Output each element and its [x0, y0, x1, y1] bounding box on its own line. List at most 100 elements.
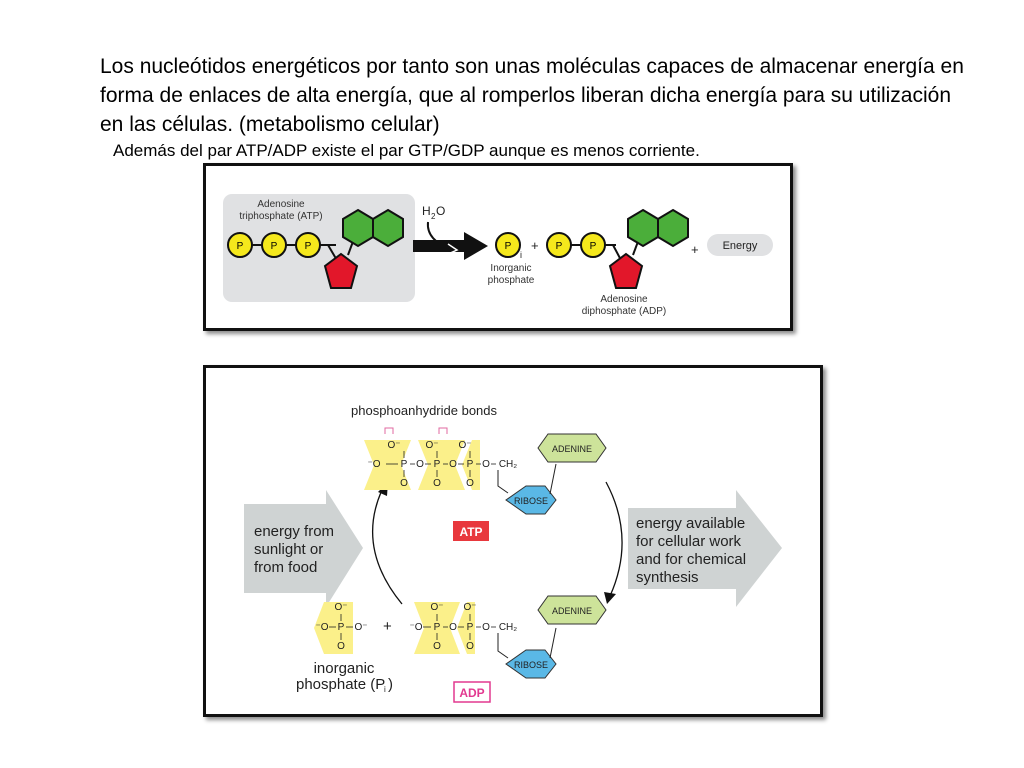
pi-label-sub: i — [384, 685, 386, 694]
bonds-label: phosphoanhydride bonds — [351, 403, 498, 418]
adp-phosphate-1 — [546, 232, 572, 258]
adp-glow-2 — [457, 602, 475, 654]
atp-adenine-label: ADENINE — [552, 444, 592, 454]
synthesis-arc — [372, 489, 403, 605]
adp-badge — [453, 681, 491, 703]
atp-o-bottom-3: O — [466, 478, 474, 489]
energy-out-line-4: synthesis — [636, 569, 699, 586]
pi-glow — [314, 602, 353, 654]
pi-subscript: i — [520, 250, 522, 260]
energy-in-line-1: energy from — [254, 523, 334, 540]
atp-hydrolysis-panel: Adenosine triphosphate (ATP) P P P H 2 O… — [203, 163, 793, 331]
atp-adp-cycle-panel: energy from sunlight or from food energy… — [203, 365, 823, 717]
energy-in-line-2: sunlight or — [254, 541, 323, 558]
atp-p-3: P — [467, 459, 474, 470]
atp-adenine — [537, 433, 607, 463]
pi-o-bottom: O — [337, 641, 345, 652]
adp-p-1: P — [434, 622, 441, 633]
hydrolysis-arc — [605, 481, 623, 597]
atp-o-minus-left: ⁻O — [367, 459, 380, 470]
atp-phosphate-2-label: P — [271, 241, 278, 252]
adp-ch2: CH₂ — [499, 622, 517, 633]
atp-phosphate-2 — [261, 232, 287, 258]
adp-label-1: Adenosine — [600, 294, 648, 305]
adp-o-minus-left: ⁻O — [409, 622, 422, 633]
atp-bridge-o-2: O — [449, 459, 457, 470]
atp-base-hexagon-2 — [372, 208, 404, 248]
water-h: H — [422, 204, 431, 218]
adp-o-minus-2: O⁻ — [463, 602, 476, 613]
energy-out-line-3: and for chemical — [636, 551, 746, 568]
pi-label-1: inorganic — [314, 660, 375, 677]
adp-badge-label: ADP — [459, 686, 484, 700]
atp-phosphate-1-label: P — [237, 241, 244, 252]
water-sub: 2 — [431, 212, 436, 221]
pi-label-close: ) — [388, 676, 393, 693]
adp-base-hexagon-2 — [657, 208, 689, 248]
atp-label-1: Adenosine — [257, 199, 305, 210]
atp-glow-3 — [462, 440, 480, 490]
adp-o-bottom-2: O — [466, 641, 474, 652]
adp-p-2: P — [467, 622, 474, 633]
energy-input-arrow — [244, 490, 363, 607]
water-o: O — [436, 204, 445, 218]
adp-bridge-o-1: O — [449, 622, 457, 633]
pi-phosphate — [495, 232, 521, 258]
pi-phosphate-label: P — [505, 241, 512, 252]
atp-bridge-o-1: O — [416, 459, 424, 470]
energy-label: Energy — [723, 240, 758, 252]
atp-label-2: triphosphate (ATP) — [239, 211, 322, 222]
atp-o-minus-1: O⁻ — [387, 440, 400, 451]
pi-label-2: phosphate (P — [296, 676, 385, 693]
hydrolysis-arrowhead — [604, 592, 616, 604]
adp-glow-1 — [414, 602, 460, 654]
pi-o-minus-left: ⁻O — [315, 622, 328, 633]
atp-glow-1 — [364, 440, 411, 490]
atp-badge — [453, 521, 489, 541]
atp-ch2: CH₂ — [499, 459, 517, 470]
energy-output-arrow — [628, 490, 782, 607]
adp-o-bottom-1: O — [433, 641, 441, 652]
atp-o-bottom-1: O — [400, 478, 408, 489]
inorganic-label-1: Inorganic — [490, 263, 531, 274]
energy-out-line-1: energy available — [636, 515, 745, 532]
inorganic-label-2: phosphate — [488, 275, 535, 286]
adp-base-hexagon-1 — [627, 208, 659, 248]
atp-base-hexagon-1 — [342, 208, 374, 248]
atp-ribose — [505, 485, 557, 515]
atp-phosphate-3-label: P — [305, 241, 312, 252]
energy-out-line-2: for cellular work — [636, 533, 742, 550]
atp-hydrolysis-diagram: Adenosine triphosphate (ATP) P P P H 2 O… — [223, 194, 773, 317]
atp-p-1: P — [401, 459, 408, 470]
plus-sign-2: + — [691, 242, 699, 257]
cycle-plus-sign: + — [383, 618, 392, 635]
energy-pill — [707, 234, 773, 256]
pi-o-minus-top: O⁻ — [334, 602, 347, 613]
adp-adenine-label: ADENINE — [552, 606, 592, 616]
atp-phosphate-1 — [227, 232, 253, 258]
atp-badge-label: ATP — [459, 525, 482, 539]
atp-o-minus-2: O⁻ — [425, 440, 438, 451]
adp-bridge-o-2: O — [482, 622, 490, 633]
atp-ribose-label: RIBOSE — [514, 496, 548, 506]
plus-sign-1: + — [531, 238, 539, 253]
atp-adp-cycle-diagram: energy from sunlight or from food energy… — [244, 403, 782, 703]
atp-glow-2 — [418, 440, 465, 490]
atp-bridge-o-3: O — [482, 459, 490, 470]
pi-p: P — [338, 622, 345, 633]
atp-o-minus-3: O⁻ — [458, 440, 471, 451]
adp-ribose — [505, 649, 557, 679]
adp-phosphate-2-label: P — [590, 241, 597, 252]
adp-ribose-pentagon — [608, 252, 644, 289]
adp-o-minus-1: O⁻ — [430, 602, 443, 613]
adp-label-2: diphosphate (ADP) — [582, 306, 667, 317]
bond-bracket-1 — [384, 427, 394, 434]
adp-phosphate-1-label: P — [556, 241, 563, 252]
atp-ribose-pentagon — [323, 252, 359, 289]
adp-adenine — [537, 595, 607, 625]
atp-p-2: P — [434, 459, 441, 470]
adp-ribose-label: RIBOSE — [514, 660, 548, 670]
main-paragraph: Los nucleótidos energéticos por tanto so… — [100, 55, 964, 136]
energy-in-line-3: from food — [254, 559, 317, 576]
bond-bracket-2 — [438, 427, 448, 434]
